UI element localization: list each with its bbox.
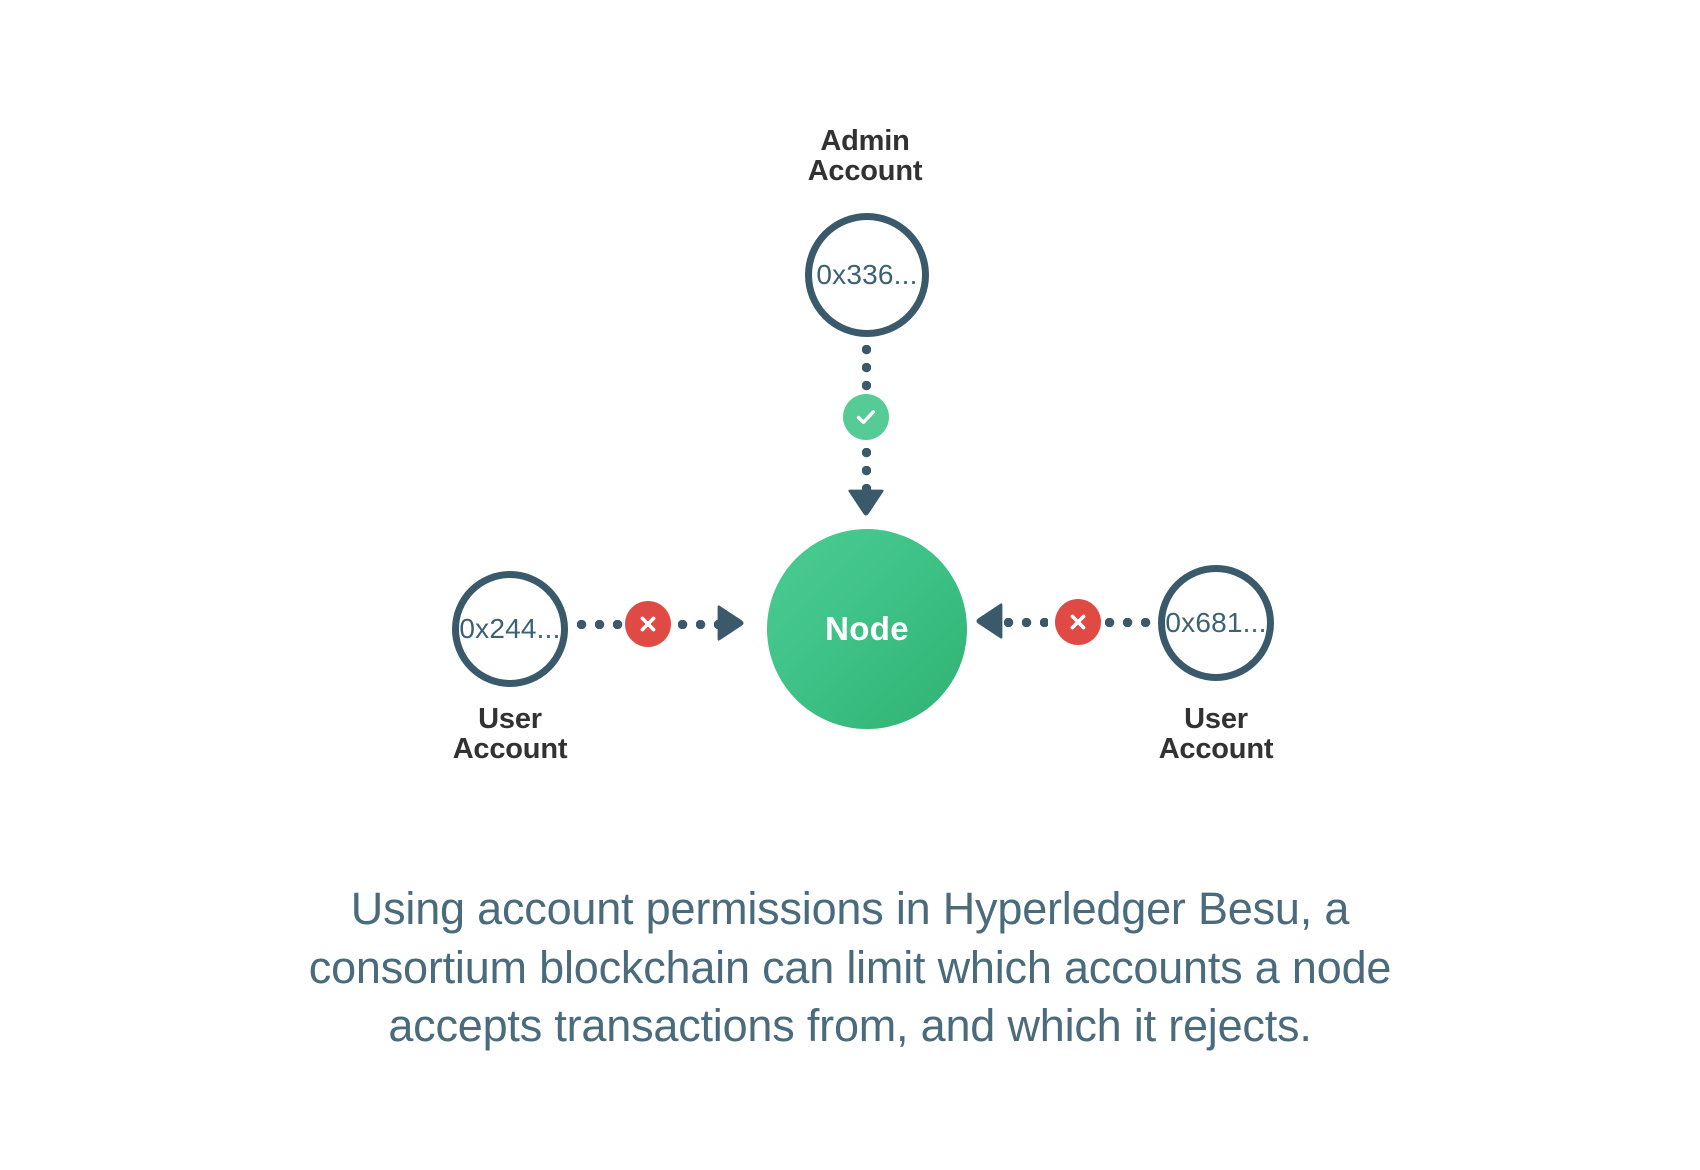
admin-account-label: Admin Account: [807, 125, 923, 188]
check-icon: [856, 410, 876, 424]
user-account-address-left: 0x244...: [459, 613, 561, 644]
arrowhead-down-to-node: [845, 489, 887, 519]
admin-account-address: 0x336...: [816, 259, 918, 290]
allow-badge-admin[interactable]: [843, 394, 889, 440]
caption-line-3: accepts transactions from, and which it …: [388, 1000, 1312, 1051]
account-permissions-diagram: Admin Account 0x336... Node 0x244...: [452, 125, 1274, 766]
arrowhead-left-to-node: [973, 600, 1003, 642]
node-circle[interactable]: Node: [767, 529, 967, 729]
caption-line-2: consortium blockchain can limit which ac…: [308, 941, 1392, 993]
user-account-label-right: User Account: [1158, 703, 1274, 766]
user-account-address-right: 0x681...: [1165, 607, 1267, 638]
user-account-label-left: User Account: [452, 703, 568, 766]
right-connector-dots-outer: [1004, 618, 1048, 627]
node-label: Node: [825, 610, 909, 647]
deny-badge-left[interactable]: [625, 601, 671, 647]
admin-connector-dots-upper: [862, 345, 871, 393]
left-connector-dots-outer: [678, 620, 720, 629]
deny-badge-right[interactable]: [1055, 599, 1101, 645]
caption-line-1: Using account permissions in Hyperledger…: [350, 883, 1350, 934]
admin-account-circle[interactable]: 0x336...: [805, 213, 929, 337]
triangle-left-icon: [976, 603, 1003, 639]
right-connector-dots-inner: [1105, 618, 1153, 627]
triangle-right-icon: [717, 605, 744, 641]
left-connector-dots-inner: [577, 620, 625, 629]
caption: Using account permissions in Hyperledger…: [0, 880, 1700, 1056]
user-account-circle-right[interactable]: 0x681...: [1158, 565, 1274, 681]
user-account-circle-left[interactable]: 0x244...: [452, 571, 568, 687]
arrowhead-right-to-node: [717, 602, 747, 644]
x-icon: [1070, 614, 1086, 630]
x-icon: [640, 616, 656, 632]
admin-connector-dots-lower: [862, 448, 871, 494]
triangle-down-icon: [848, 489, 884, 516]
